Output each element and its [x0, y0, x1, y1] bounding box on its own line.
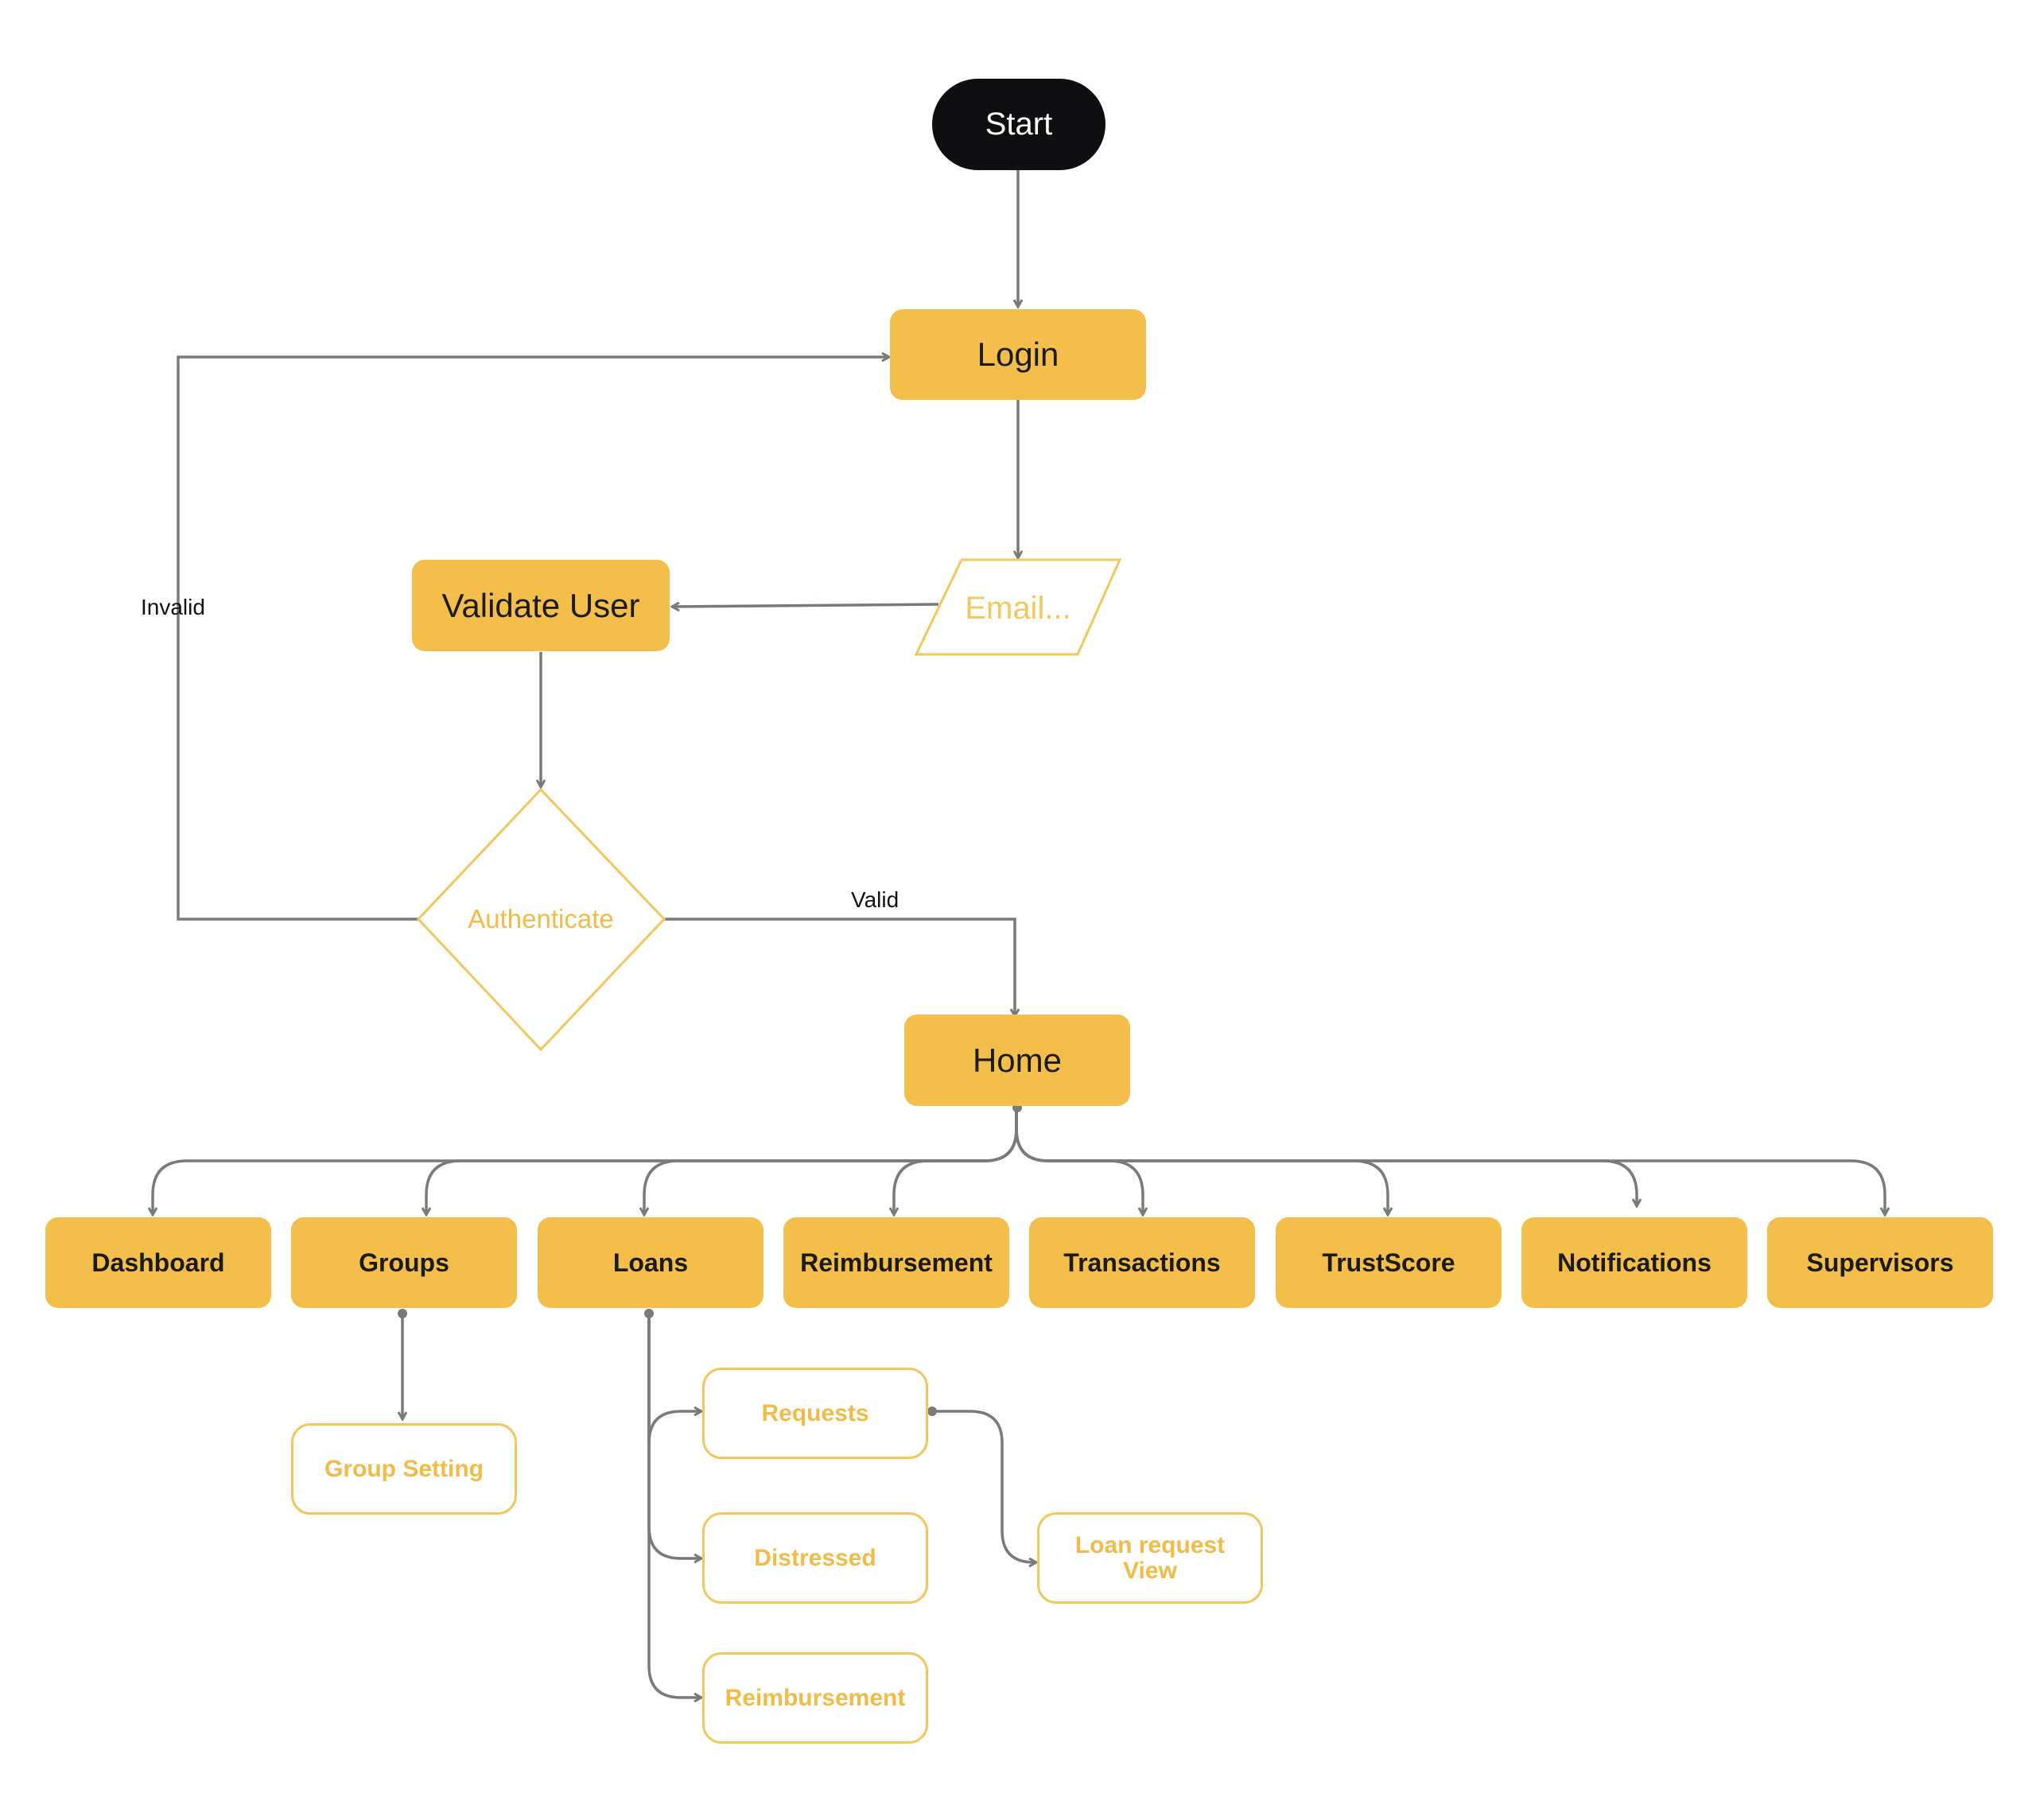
validate-user-node: Validate User	[412, 560, 670, 651]
home-node: Home	[904, 1015, 1130, 1106]
email-node: Email...	[965, 590, 1071, 626]
start-node: Start	[932, 79, 1105, 170]
email-input-shape	[914, 558, 1122, 656]
edge-home-reimbursement	[894, 1107, 1018, 1215]
edge-loans-reimbursement	[647, 1312, 701, 1698]
loans-reimbursement-node: Reimbursement	[702, 1652, 928, 1744]
authenticate-node: Authenticate	[468, 904, 614, 933]
distressed-node: Distressed	[702, 1512, 928, 1604]
edge-invalid-login	[177, 357, 889, 921]
edge-home-supervisors	[1015, 1107, 1885, 1215]
login-node: Login	[890, 309, 1146, 400]
dashboard-node: Dashboard	[45, 1217, 271, 1308]
connector-dot-requests	[927, 1407, 937, 1416]
invalid-label: Invalid	[141, 595, 205, 619]
loans-node: Loans	[538, 1217, 764, 1308]
authenticate-decision-shape	[416, 787, 666, 1052]
group-setting-node: Group Setting	[291, 1423, 517, 1515]
reimbursement-node: Reimbursement	[783, 1217, 1009, 1308]
requests-node: Requests	[702, 1368, 928, 1459]
transactions-node: Transactions	[1029, 1217, 1255, 1308]
valid-label: Valid	[851, 887, 899, 912]
edge-loans-requests	[647, 1312, 701, 1444]
notifications-node: Notifications	[1521, 1217, 1747, 1308]
edge-loans-distressed	[647, 1312, 701, 1558]
edge-valid-home	[663, 918, 1015, 1016]
connector-dot-loans	[644, 1309, 654, 1318]
groups-node: Groups	[291, 1217, 517, 1308]
loan-request-view-node: Loan request View	[1037, 1512, 1263, 1604]
trustscore-node: TrustScore	[1276, 1217, 1502, 1308]
edge-email-validate	[672, 604, 939, 607]
supervisors-node: Supervisors	[1767, 1217, 1993, 1308]
edge-home-notifications	[1015, 1107, 1637, 1206]
connector-dot-groups	[398, 1309, 407, 1318]
edge-requests-loanrequestview	[931, 1410, 1036, 1562]
